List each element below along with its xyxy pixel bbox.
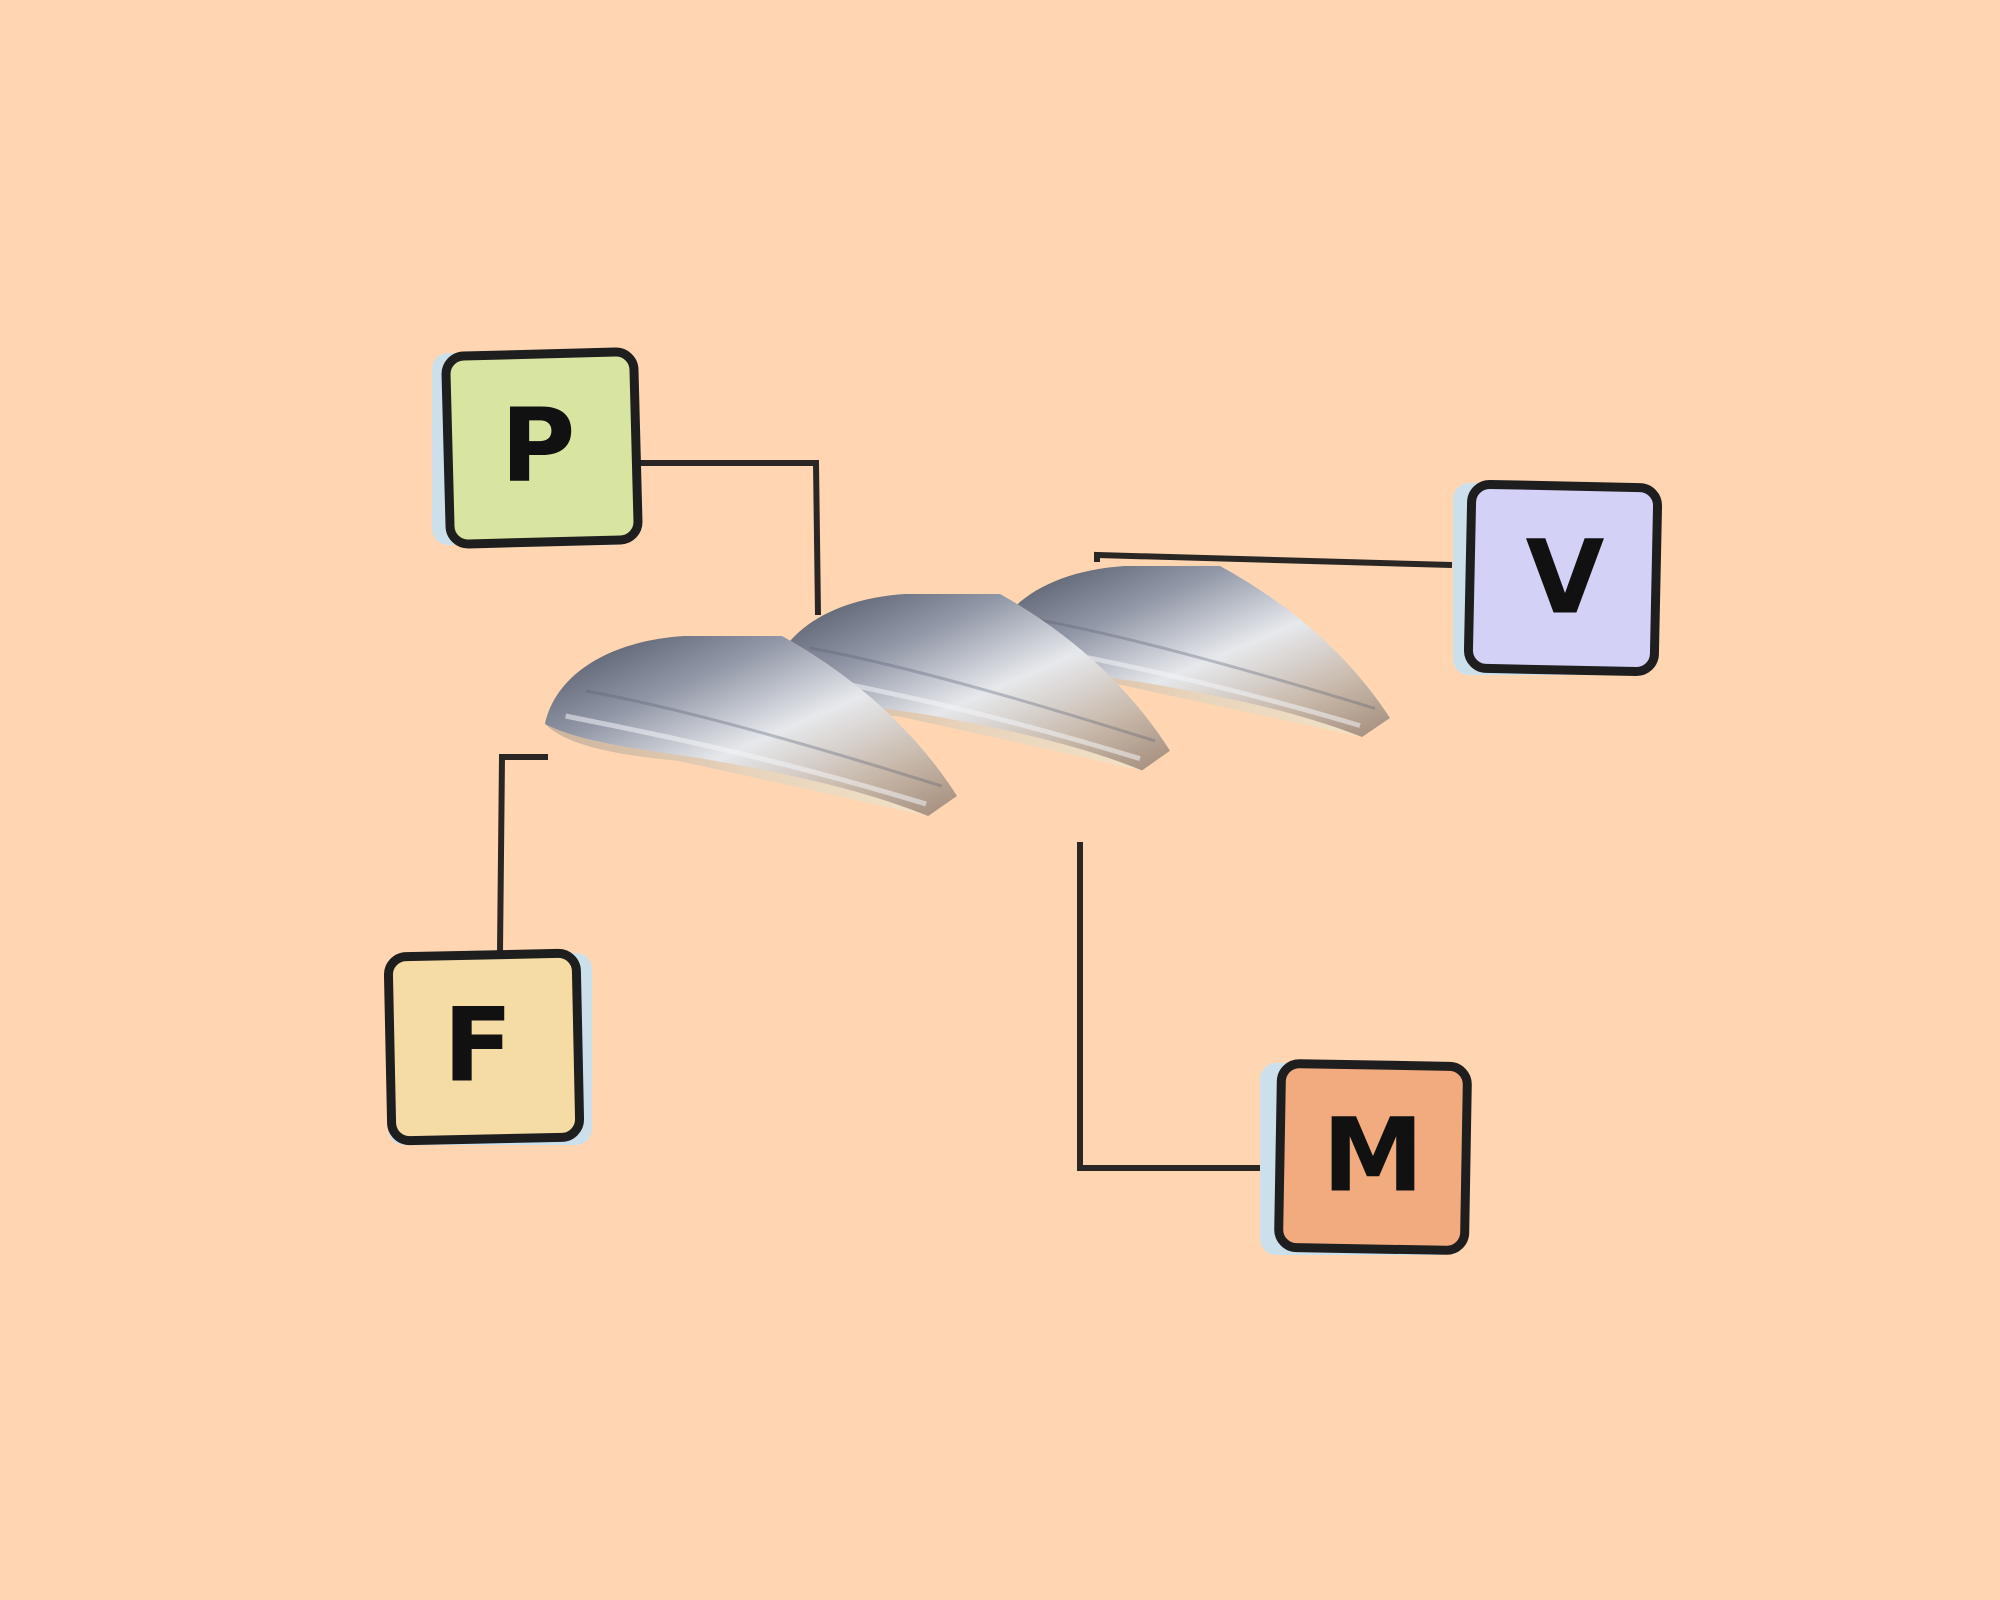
herring-fillets-image — [545, 566, 1390, 816]
connector-m — [1077, 842, 1262, 1171]
label-box-v: V — [1453, 479, 1663, 677]
label-v-text: V — [1526, 519, 1605, 638]
connector-lines — [497, 460, 1453, 1171]
connector-v — [1094, 551, 1453, 568]
connector-f — [497, 754, 548, 953]
label-box-p: P — [432, 347, 643, 549]
label-box-f-fill — [383, 948, 585, 1146]
label-m-text: M — [1322, 1097, 1424, 1216]
connector-p — [640, 460, 821, 616]
label-box-m-fill — [1274, 1059, 1472, 1255]
label-box-m: M — [1260, 1059, 1472, 1255]
label-box-p-fill — [441, 347, 643, 549]
label-box-v-fill — [1463, 479, 1663, 677]
label-box-f: F — [383, 948, 592, 1146]
label-f-text: F — [443, 987, 513, 1106]
label-p-text: P — [501, 387, 576, 506]
